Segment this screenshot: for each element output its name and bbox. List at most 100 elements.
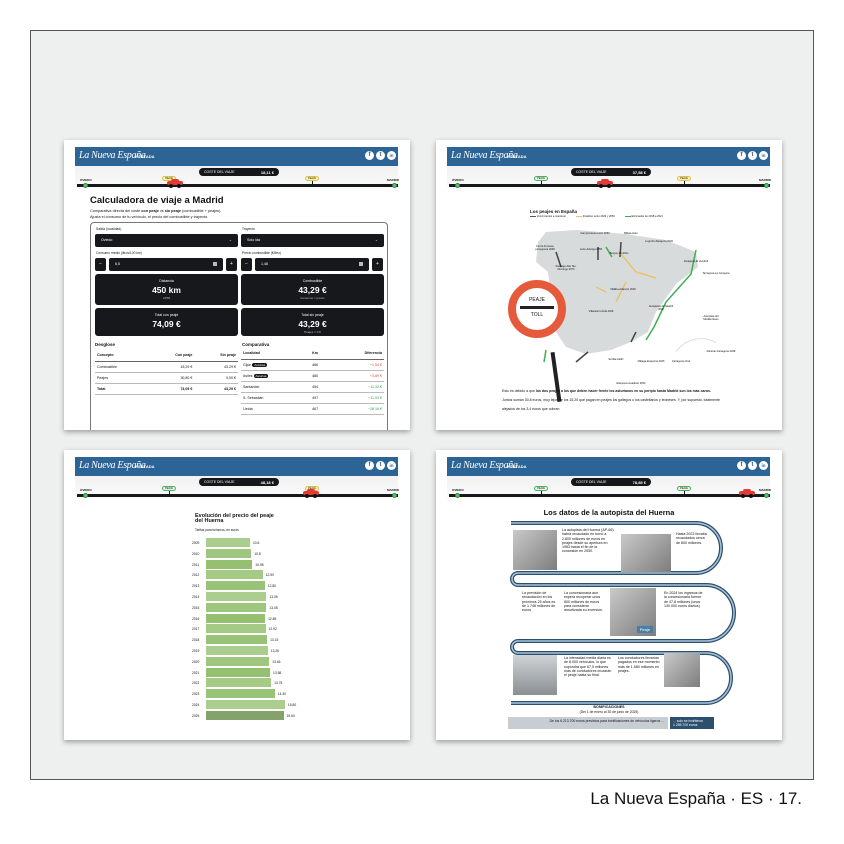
trip-cost-value: 37,58 € xyxy=(632,169,646,175)
consumo-input[interactable]: 6,5 xyxy=(109,258,223,271)
twitter-icon[interactable]: t xyxy=(376,151,385,160)
precio-input[interactable]: 1,48 xyxy=(255,258,369,271)
car-icon xyxy=(739,489,756,498)
bar-2023 xyxy=(206,689,275,700)
map-label: Logroño-Zaragoza 2026 xyxy=(645,240,673,243)
year-label: 2014 xyxy=(192,595,200,599)
photo-toll-worker xyxy=(664,653,700,687)
site-logo[interactable]: La Nueva España xyxy=(79,460,146,471)
map-label: Campomanes-León 2050 xyxy=(580,232,610,235)
comparativa-title: Comparativa xyxy=(242,342,270,347)
site-logo[interactable]: La Nueva España xyxy=(79,150,146,161)
year-label: 2016 xyxy=(192,616,200,621)
linkedin-icon[interactable]: in xyxy=(387,461,396,470)
bar-2017 xyxy=(206,624,266,635)
photo-toll-booth xyxy=(621,534,671,572)
legend-item: Vencimientos a mantener xyxy=(530,215,566,218)
consumo-plus-button[interactable]: + xyxy=(226,258,237,271)
map-legend: Vencimientos a mantener Finalizan entre … xyxy=(530,215,663,218)
toll-sign-icon: PEAJE TOLL xyxy=(508,280,566,338)
toll-marker: PEAJE xyxy=(677,176,691,181)
bar-2022 xyxy=(206,678,272,689)
chart-title: Evolución del precio del peaje del Huern… xyxy=(195,513,274,524)
bonus-right: ... solo se invirtieron 1.285.700 euros xyxy=(670,717,714,729)
destination-label: MADRID xyxy=(759,488,771,492)
origin-label: OVIEDO xyxy=(452,488,464,492)
bar-value-label: 15.80 xyxy=(287,703,297,707)
nav-portada[interactable]: PORTADA xyxy=(135,154,155,159)
toll-marker: PEAJE xyxy=(677,486,691,491)
map-label: Alicante-Cartagena 2048 xyxy=(706,350,736,353)
bar-value-label: 10.8 xyxy=(254,551,261,556)
map-label: Estepona-Guadiaro 2054 xyxy=(616,382,646,385)
destination-label: MADRID xyxy=(759,178,771,182)
infographic-title: Los datos de la autopista del Huerna xyxy=(543,508,675,517)
map-label: Burgos-Armiñón xyxy=(609,252,629,255)
legend-item: Eliminados de 2018 a 2021 xyxy=(624,215,663,218)
legend-item: Finalizan entre 2029 y 2050 xyxy=(576,215,615,218)
bonus-period: (Del 1 de enero al 30 de junio de 2025) xyxy=(579,710,639,714)
salida-select[interactable]: Oviedo⌄ xyxy=(95,234,238,247)
photo-highway xyxy=(513,530,557,570)
chart-subtitle: Tarifas para turismos, en euros xyxy=(195,528,239,532)
photo-traffic: Peaje xyxy=(610,588,656,636)
twitter-icon[interactable]: t xyxy=(748,461,757,470)
nav-portada[interactable]: PORTADA xyxy=(507,154,527,159)
bar-value-label: 12.92 xyxy=(268,627,277,632)
consumo-minus-button[interactable]: − xyxy=(95,258,106,271)
bar-2010 xyxy=(206,548,252,559)
bar-2009 xyxy=(206,538,250,548)
desglose-title: Desglose xyxy=(95,342,116,347)
map-label: Ferrol-Frontera portuguesa 2048 xyxy=(535,245,555,251)
toll-marker: PEAJE xyxy=(162,486,176,491)
road-path xyxy=(510,521,736,705)
bar-value-label: 15.60 xyxy=(286,713,295,718)
bar-value-label: 13.05 xyxy=(269,595,278,599)
fact: La previsión de recaudación en los próxi… xyxy=(522,591,556,613)
facebook-icon[interactable]: f xyxy=(737,151,746,160)
origin-label: OVIEDO xyxy=(80,488,92,492)
map-label: Tarragona-La Jonquera xyxy=(702,272,730,275)
nav-portada[interactable]: PORTADA xyxy=(135,464,155,469)
fact: La autopista del Huerna (AP-66) habrá re… xyxy=(562,528,614,554)
nav-portada[interactable]: PORTADA xyxy=(507,464,527,469)
twitter-icon[interactable]: t xyxy=(748,151,757,160)
map-label: Villacastín-Ávila 2029 xyxy=(588,310,614,313)
year-label: 2020 xyxy=(192,659,200,664)
map-label: Autopista del Mediterráneo xyxy=(703,315,719,321)
route-line xyxy=(77,494,398,497)
bar-2016 xyxy=(206,613,266,624)
map-label: Villalba-Adanero 2029 xyxy=(610,288,636,291)
year-label: 2025 xyxy=(192,713,200,718)
twitter-icon[interactable]: t xyxy=(376,461,385,470)
site-header: La Nueva España PORTADA f t in xyxy=(447,457,770,476)
fact: La concesionaria aún espera recuperar un… xyxy=(564,591,603,613)
site-header: La Nueva España PORTADA f t in xyxy=(75,147,398,166)
bar-value-label: 10.6 xyxy=(252,541,260,545)
facebook-icon[interactable]: f xyxy=(365,461,374,470)
destination-marker xyxy=(764,182,769,188)
trayecto-select[interactable]: Solo ida⌄ xyxy=(241,234,384,247)
car-icon xyxy=(302,489,319,498)
site-logo[interactable]: La Nueva España xyxy=(451,150,518,161)
region-badge: Asturias xyxy=(252,362,268,367)
linkedin-icon[interactable]: in xyxy=(759,151,768,160)
linkedin-icon[interactable]: in xyxy=(387,151,396,160)
facebook-icon[interactable]: f xyxy=(737,461,746,470)
linkedin-icon[interactable]: in xyxy=(759,461,768,470)
map-label: Santiago-Alto Sto. Domingo 2074 xyxy=(555,265,577,271)
precio-plus-button[interactable]: + xyxy=(372,258,383,271)
site-logo[interactable]: La Nueva España xyxy=(451,460,518,471)
facebook-icon[interactable]: f xyxy=(365,151,374,160)
year-label: 2022 xyxy=(192,681,200,686)
precio-minus-button[interactable]: − xyxy=(241,258,252,271)
